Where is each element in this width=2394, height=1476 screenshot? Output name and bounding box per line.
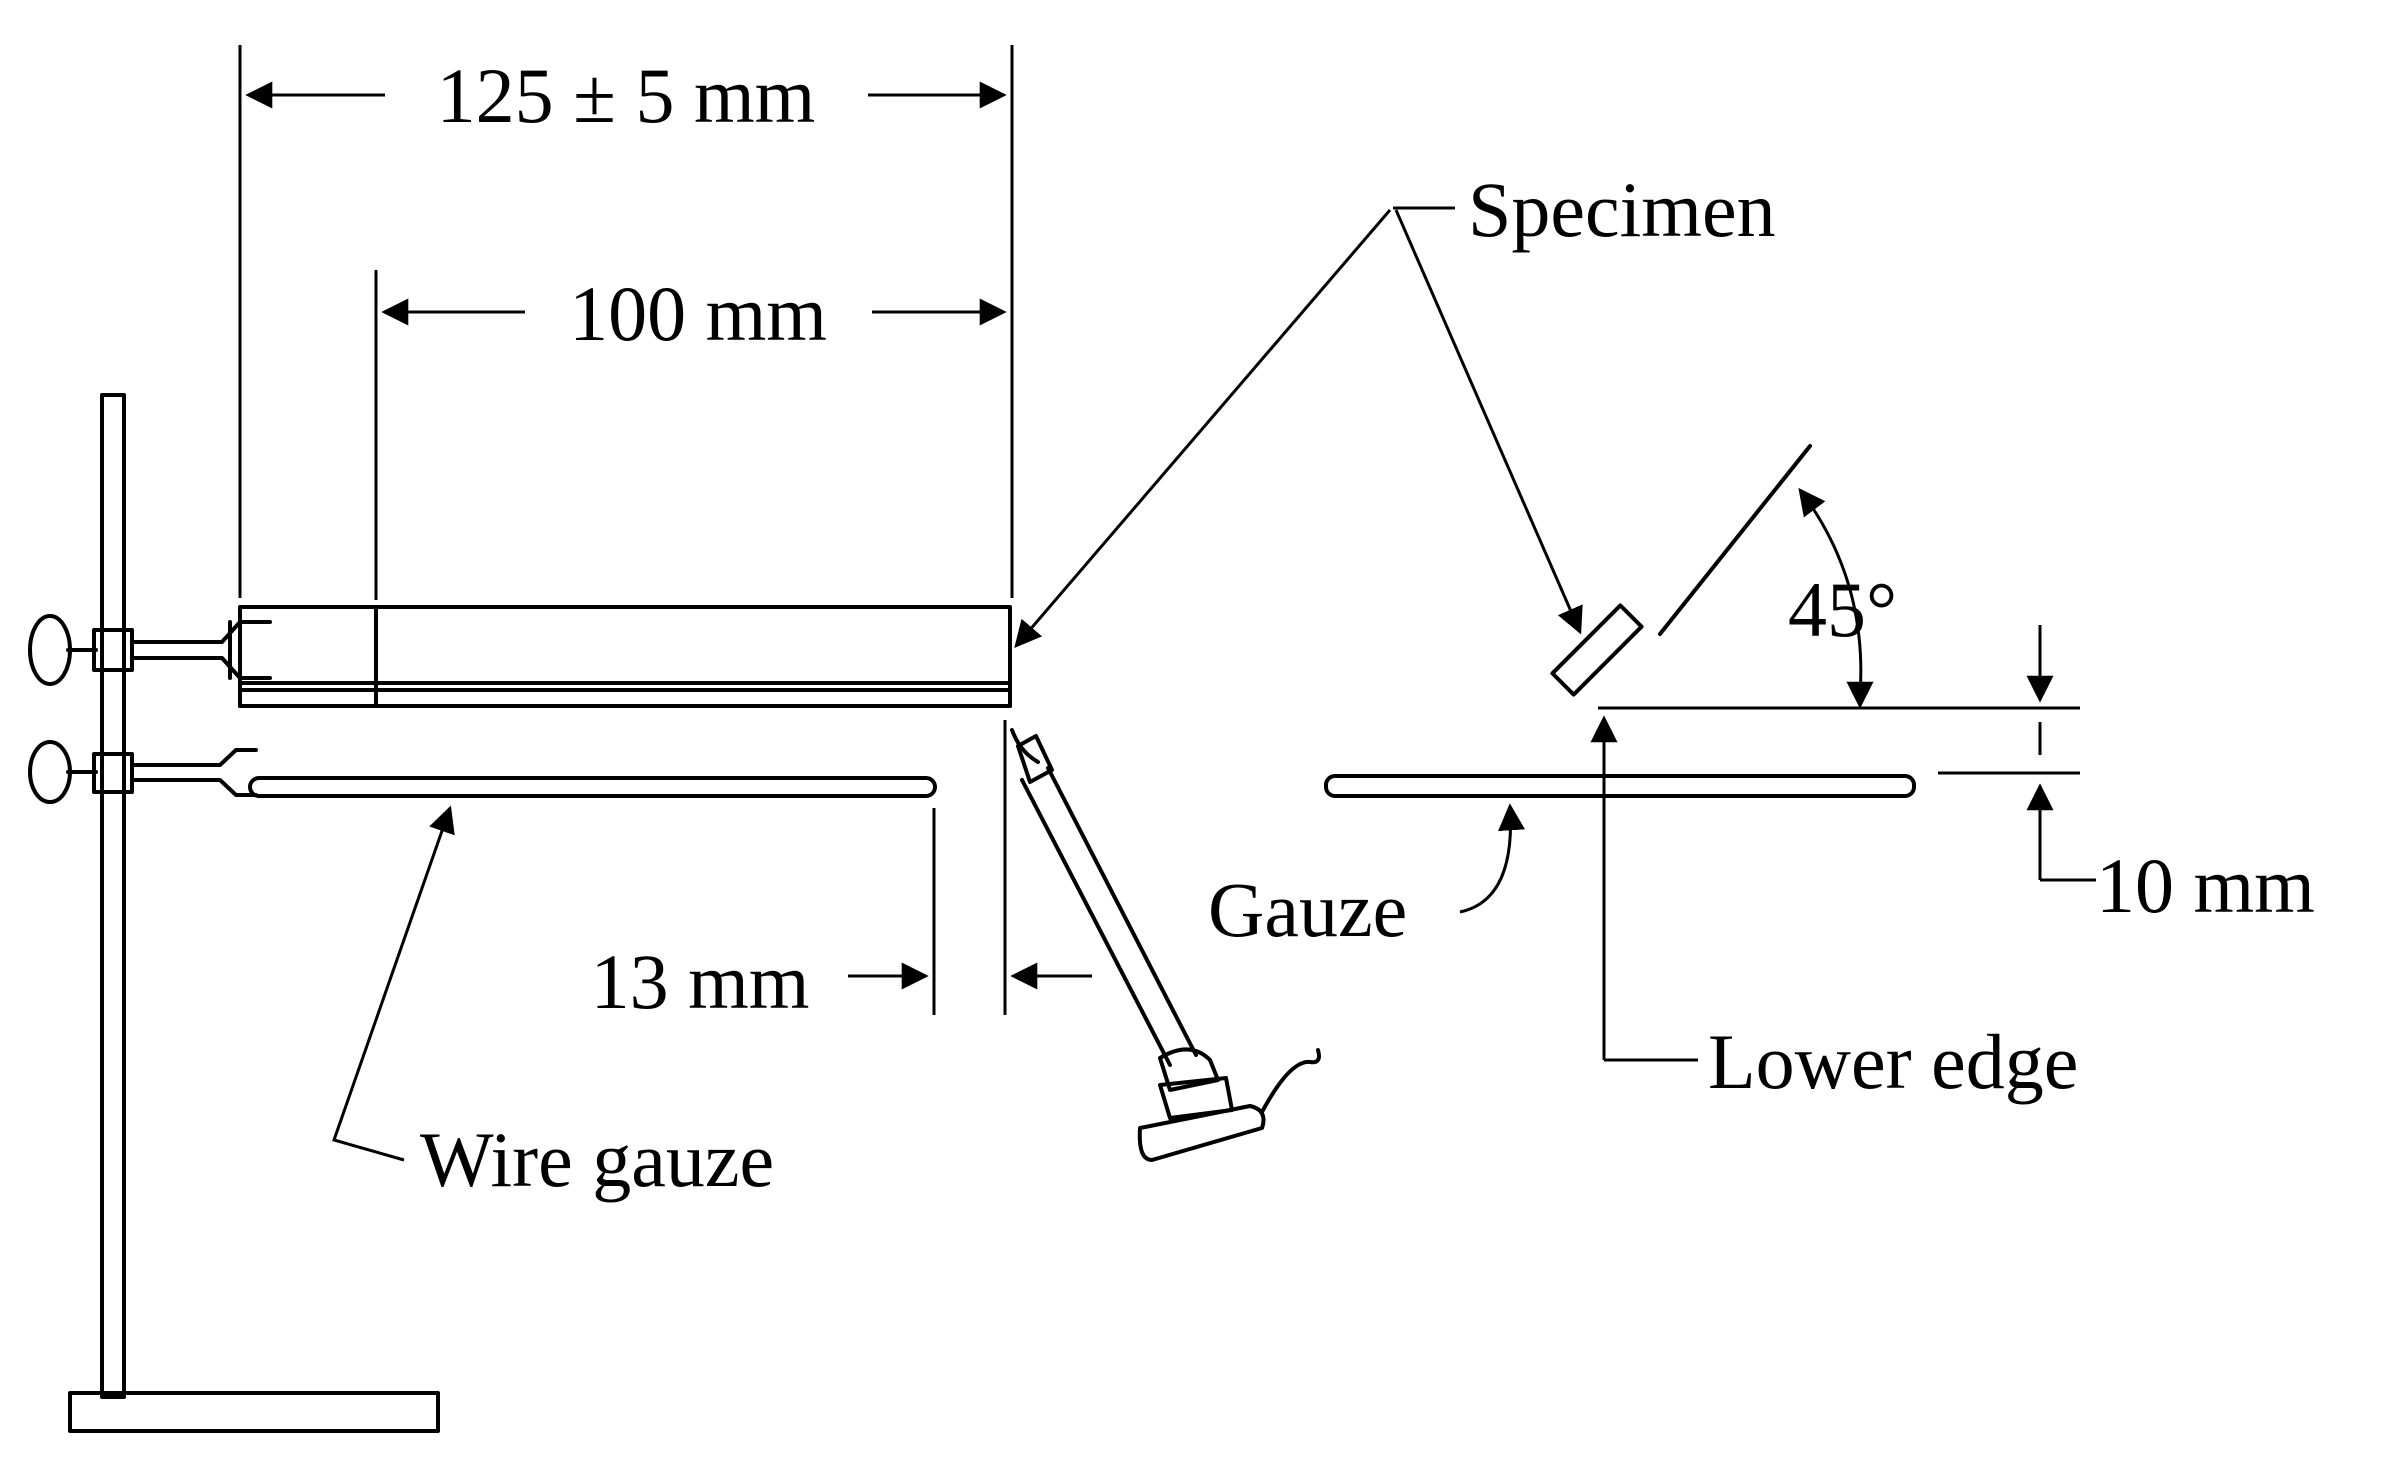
lower-clamp [28,740,258,804]
angle-45-annotation: 45° [1788,487,1897,709]
label-gauze: Gauze [1208,866,1407,953]
horizontal-specimen [238,605,1012,708]
tilted-specimen [1550,444,1812,697]
dimension-100: 100 mm [374,270,1007,600]
label-lower-edge: Lower edge [1708,1018,2078,1105]
dimension-10: 10 mm [1598,625,2315,929]
label-wire-gauze: Wire gauze [420,1116,774,1203]
stand-rod [100,393,126,1399]
label-125mm: 125 ± 5 mm [437,52,816,139]
dimension-13: 13 mm [591,720,1092,1025]
specimen-callout: Specimen [1014,166,1776,649]
ring-stand [28,393,440,1433]
upper-clamp [28,614,272,686]
stand-base [68,1391,440,1433]
label-13mm: 13 mm [591,938,810,1025]
dimension-125: 125 ± 5 mm [238,45,1014,598]
lower-edge-callout: Lower edge [1590,715,2078,1105]
wire-gauze-callout: Wire gauze [332,805,774,1203]
label-10mm: 10 mm [2096,842,2315,929]
gauze-right [1324,774,1916,798]
wire-gauze-left [248,776,937,798]
label-100mm: 100 mm [569,270,827,357]
label-specimen: Specimen [1468,166,1776,253]
gauze-callout: Gauze [1208,803,1526,953]
label-45deg: 45° [1788,566,1897,653]
bunsen-burner [1010,728,1321,1162]
